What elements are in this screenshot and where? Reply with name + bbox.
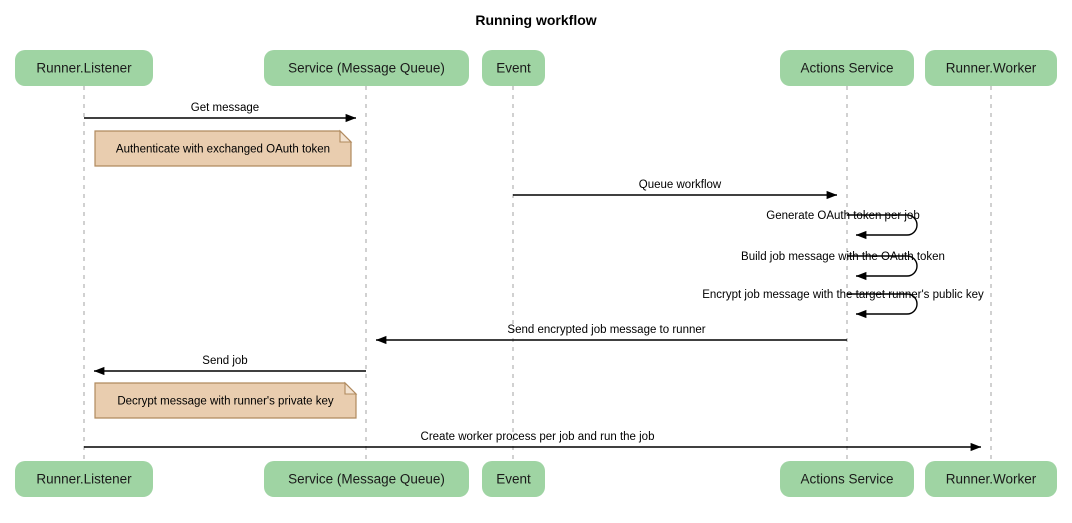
participant-service-message-queue-bottom[interactable]: Service (Message Queue) xyxy=(264,461,469,497)
message-encrypt-job-message[interactable]: Encrypt job message with the target runn… xyxy=(702,289,984,319)
notes-layer: Authenticate with exchanged OAuth tokenD… xyxy=(94,129,358,419)
participant-label-actions-service-top: Actions Service xyxy=(800,61,893,76)
participant-label-runner-worker-bottom: Runner.Worker xyxy=(946,472,1037,487)
note-authenticate-body xyxy=(94,130,352,167)
note-decrypt-fold-corner-icon xyxy=(344,381,358,395)
message-label-send-encrypted-job-message: Send encrypted job message to runner xyxy=(507,324,705,336)
note-decrypt-label: Decrypt message with runner's private ke… xyxy=(117,396,334,408)
participant-label-service-message-queue-bottom: Service (Message Queue) xyxy=(288,472,445,487)
message-queue-workflow[interactable]: Queue workflow xyxy=(513,179,838,200)
note-decrypt-body xyxy=(94,382,357,419)
message-line-encrypt-job-message xyxy=(847,293,918,319)
participant-box-runner-worker-top xyxy=(925,50,1057,86)
participant-label-event-bottom: Event xyxy=(496,472,531,487)
participant-event-bottom[interactable]: Event xyxy=(482,461,545,497)
note-authenticate-label: Authenticate with exchanged OAuth token xyxy=(116,144,330,156)
message-line-build-job-message xyxy=(847,255,918,281)
message-send-encrypted-job-message[interactable]: Send encrypted job message to runner xyxy=(375,324,847,345)
participant-box-actions-service-bottom xyxy=(780,461,914,497)
participant-label-runner-listener-bottom: Runner.Listener xyxy=(36,472,132,487)
message-label-get-message: Get message xyxy=(191,102,259,114)
diagram-title: Running workflow xyxy=(475,12,596,28)
participant-box-runner-listener-top xyxy=(15,50,153,86)
participant-box-actions-service-top xyxy=(780,50,914,86)
participant-label-runner-listener-top: Runner.Listener xyxy=(36,61,132,76)
message-label-create-worker-process: Create worker process per job and run th… xyxy=(421,431,655,443)
message-get-message[interactable]: Get message xyxy=(84,102,357,123)
message-line-generate-oauth-token xyxy=(847,214,918,240)
participant-actions-service-bottom[interactable]: Actions Service xyxy=(780,461,914,497)
participant-label-actions-service-bottom: Actions Service xyxy=(800,472,893,487)
message-create-worker-process[interactable]: Create worker process per job and run th… xyxy=(84,431,982,452)
note-decrypt: Decrypt message with runner's private ke… xyxy=(94,381,358,419)
participant-box-event-top xyxy=(482,50,545,86)
message-label-build-job-message: Build job message with the OAuth token xyxy=(741,251,945,263)
participant-box-runner-listener-bottom xyxy=(15,461,153,497)
participant-box-event-bottom xyxy=(482,461,545,497)
participant-box-service-message-queue-top xyxy=(264,50,469,86)
message-build-job-message[interactable]: Build job message with the OAuth token xyxy=(741,251,945,281)
participant-label-event-top: Event xyxy=(496,61,531,76)
participant-service-message-queue-top[interactable]: Service (Message Queue) xyxy=(264,50,469,86)
participant-runner-listener-bottom[interactable]: Runner.Listener xyxy=(15,461,153,497)
participant-box-runner-worker-bottom xyxy=(925,461,1057,497)
participant-label-service-message-queue-top: Service (Message Queue) xyxy=(288,61,445,76)
message-send-job[interactable]: Send job xyxy=(93,355,366,376)
note-authenticate-fold-corner-icon xyxy=(339,129,353,143)
message-label-encrypt-job-message: Encrypt job message with the target runn… xyxy=(702,289,984,301)
message-generate-oauth-token[interactable]: Generate OAuth token per job xyxy=(766,210,920,240)
participants-top-layer: Runner.Listener Service (Message Queue) Ev… xyxy=(15,50,1057,86)
participant-event-top[interactable]: Event xyxy=(482,50,545,86)
participant-box-service-message-queue-bottom xyxy=(264,461,469,497)
message-label-queue-workflow: Queue workflow xyxy=(639,179,722,191)
participants-bottom-layer: Runner.Listener Service (Message Queue) Ev… xyxy=(15,461,1057,497)
message-label-generate-oauth-token: Generate OAuth token per job xyxy=(766,210,919,222)
participant-runner-listener-top[interactable]: Runner.Listener xyxy=(15,50,153,86)
participant-actions-service-top[interactable]: Actions Service xyxy=(780,50,914,86)
note-authenticate: Authenticate with exchanged OAuth token xyxy=(94,129,353,167)
participant-runner-worker-bottom[interactable]: Runner.Worker xyxy=(925,461,1057,497)
participant-label-runner-worker-top: Runner.Worker xyxy=(946,61,1037,76)
participant-runner-worker-top[interactable]: Runner.Worker xyxy=(925,50,1057,86)
message-label-send-job: Send job xyxy=(202,355,247,367)
